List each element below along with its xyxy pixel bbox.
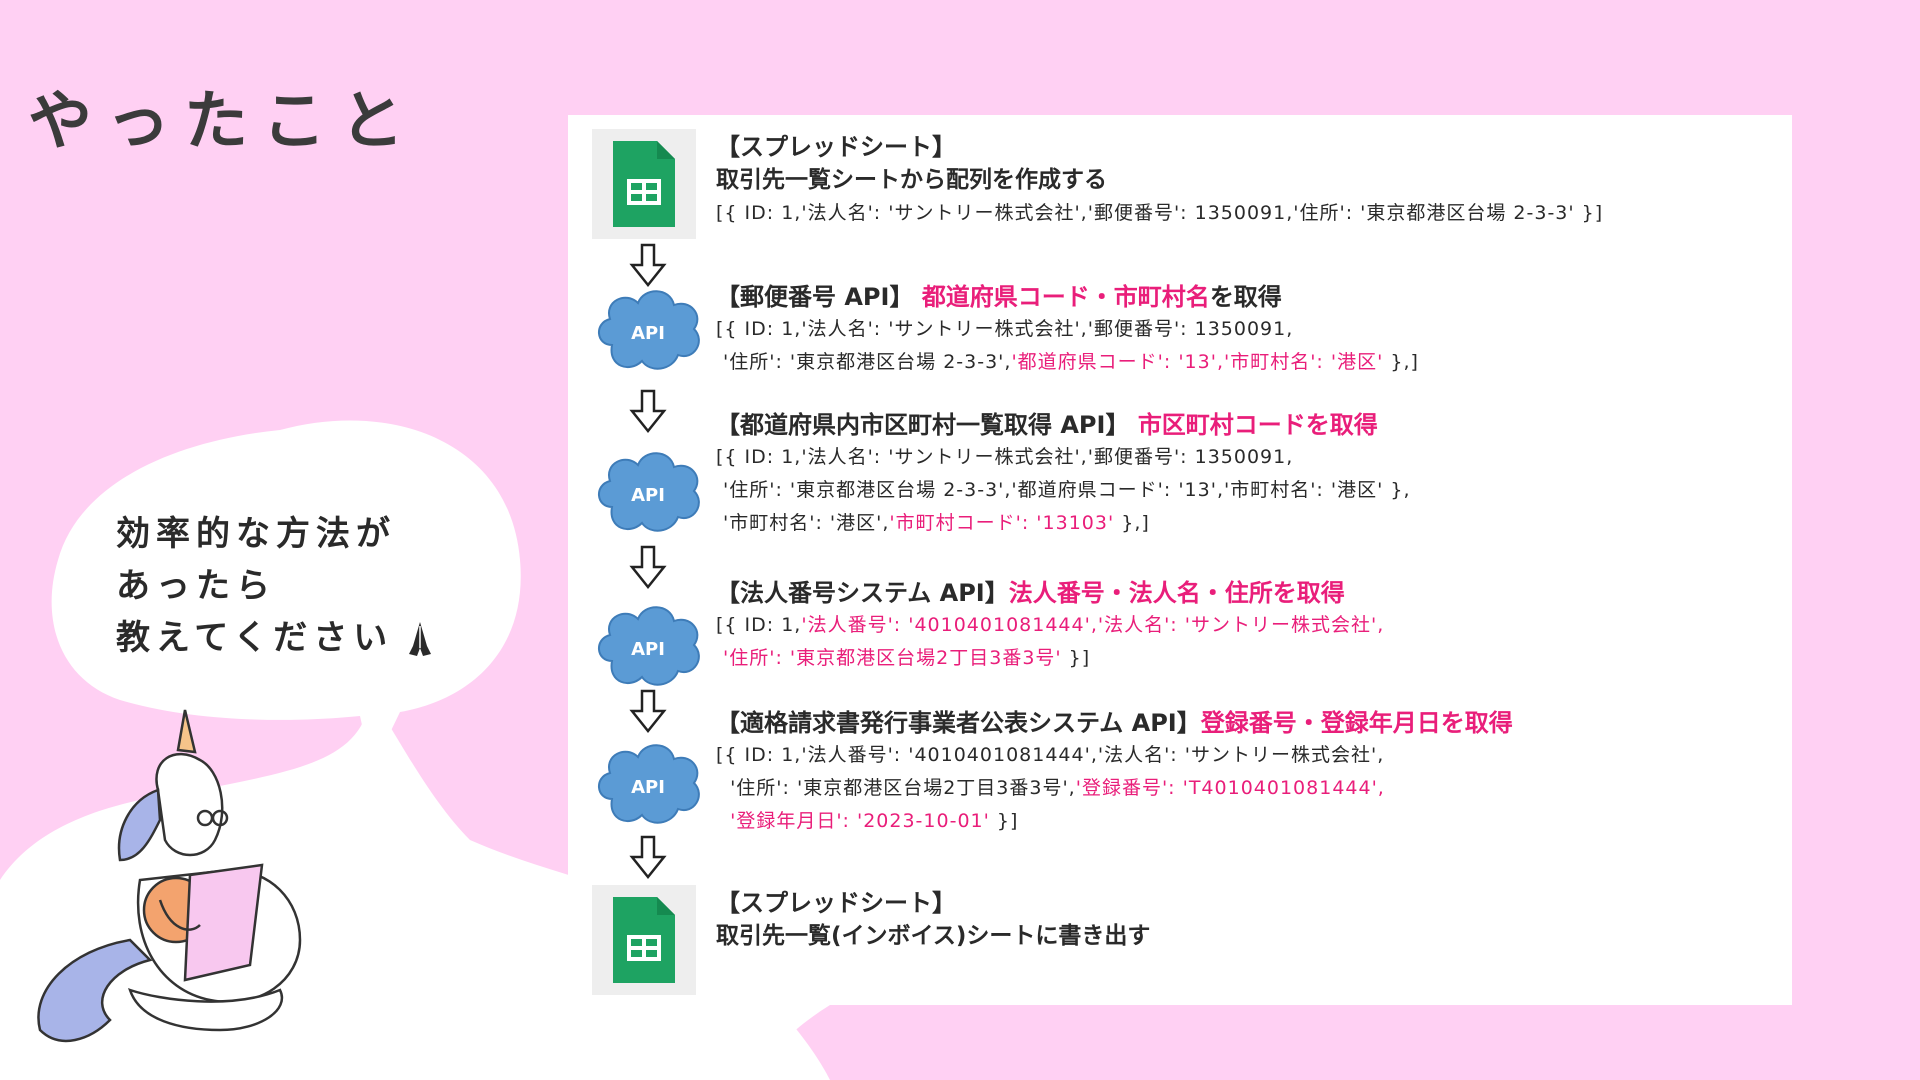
api-cloud-icon: API: [592, 591, 704, 691]
unicorn-reading-illustration: [37, 709, 302, 1043]
api-cloud-icon: API: [592, 729, 704, 829]
step-heading: 【郵便番号 API】 都道府県コード・市町村名を取得: [716, 283, 1282, 311]
step-heading: 【適格請求書発行事業者公表システム API】登録番号・登録年月日を取得: [716, 709, 1513, 737]
step-heading: 【都道府県内市区町村一覧取得 API】 市区町村コードを取得: [716, 411, 1378, 439]
step-municipality-api: API 【都道府県内市区町村一覧取得 API】 市区町村コードを取得 [{ ID…: [568, 411, 1792, 534]
panel-pointer: [696, 1005, 830, 1080]
step-code: [{ ID: 1,'法人番号': '4010401081444','法人名': …: [716, 744, 1385, 832]
step-code: [{ ID: 1,'法人名': 'サントリー株式会社','郵便番号': 1350…: [716, 446, 1411, 534]
step-code: [{ ID: 1,'法人番号': '4010401081444','法人名': …: [716, 614, 1385, 669]
speech-bubble-text: 効率的な方法が あったら 教えてください: [116, 508, 437, 664]
down-arrow-icon: [629, 389, 667, 434]
flow-panel: 【スプレッドシート】 取引先一覧シートから配列を作成する [{ ID: 1,'法…: [568, 115, 1792, 1005]
step-subtitle: 取引先一覧シートから配列を作成する: [716, 167, 1107, 193]
step-subtitle: 取引先一覧(インボイス)シートに書き出す: [716, 923, 1151, 949]
step-postal-api: API 【郵便番号 API】 都道府県コード・市町村名を取得 [{ ID: 1,…: [568, 275, 1792, 375]
down-arrow-icon: [629, 689, 667, 734]
step-heading: 【スプレッドシート】: [716, 889, 956, 917]
google-sheets-icon: [592, 129, 696, 239]
step-heading: 【法人番号システム API】法人番号・法人名・住所を取得: [716, 579, 1345, 607]
step-code: [{ ID: 1,'法人名': 'サントリー株式会社','郵便番号': 1350…: [716, 202, 1604, 224]
google-sheets-icon: [592, 885, 696, 995]
step-heading: 【スプレッドシート】: [716, 133, 956, 161]
page-title: やったこと: [28, 85, 418, 159]
speech-bubble: [51, 420, 521, 770]
down-arrow-icon: [629, 243, 667, 288]
praying-hands-icon: [409, 622, 432, 656]
api-cloud-icon: API: [592, 275, 704, 375]
step-invoice-registry-api: API 【適格請求書発行事業者公表システム API】登録番号・登録年月日を取得 …: [568, 707, 1792, 832]
down-arrow-icon: [629, 835, 667, 880]
bubble-line-1: 効率的な方法が: [116, 514, 396, 554]
step-code: [{ ID: 1,'法人名': 'サントリー株式会社','郵便番号': 1350…: [716, 318, 1419, 373]
api-cloud-icon: API: [592, 437, 704, 537]
bubble-line-2: あったら: [116, 566, 276, 606]
step-corporate-number-api: API 【法人番号システム API】法人番号・法人名・住所を取得 [{ ID: …: [568, 577, 1792, 686]
bubble-line-3: 教えてください: [116, 618, 394, 658]
down-arrow-icon: [629, 545, 667, 590]
svg-text:API: API: [631, 485, 665, 506]
svg-text:API: API: [631, 777, 665, 798]
svg-text:API: API: [631, 639, 665, 660]
svg-text:API: API: [631, 323, 665, 344]
